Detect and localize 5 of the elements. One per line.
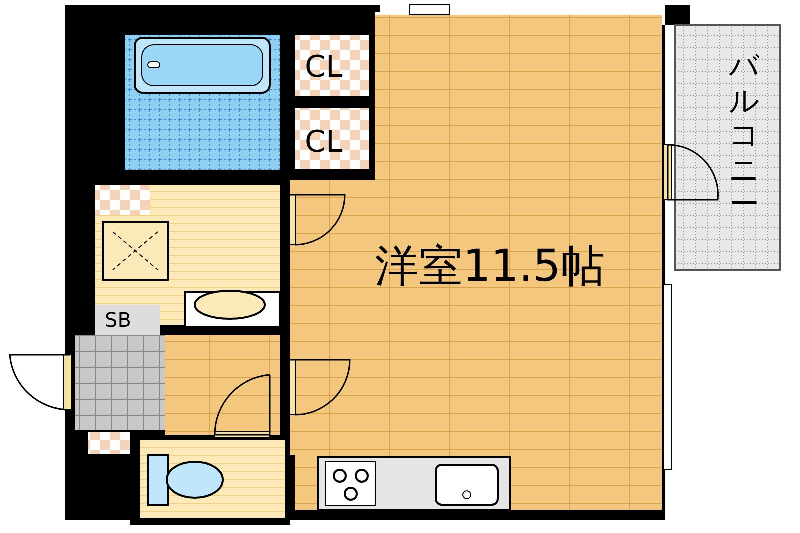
balcony-label: バルコニー xyxy=(728,50,761,222)
shoe-box-label: SB xyxy=(105,310,132,330)
room-label: 洋室11.5帖 xyxy=(375,245,605,289)
closet-label: CL xyxy=(305,128,343,158)
closet-label: CL xyxy=(305,53,343,83)
